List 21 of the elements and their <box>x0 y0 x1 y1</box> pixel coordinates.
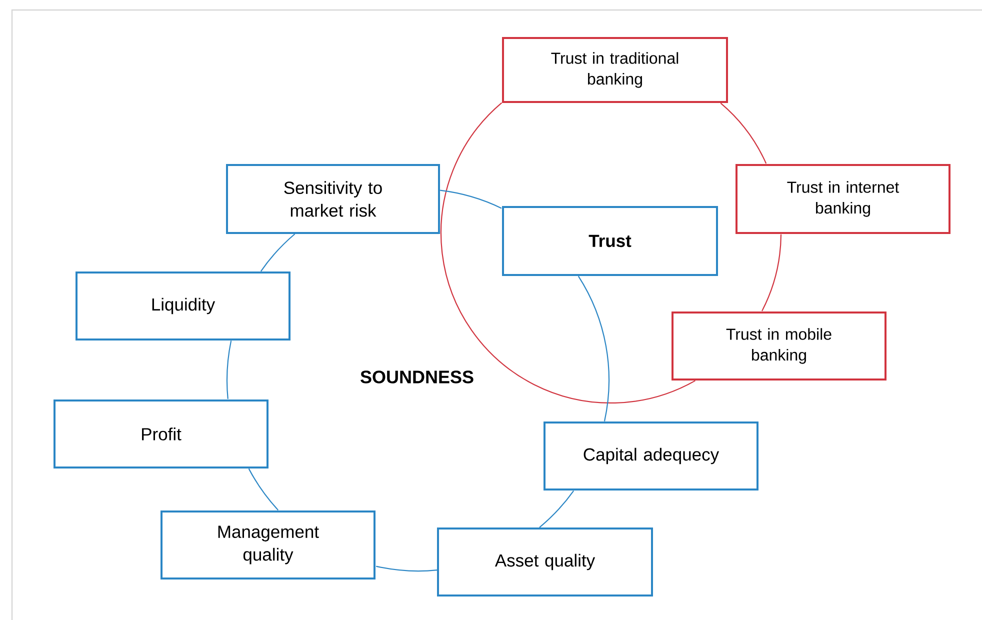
process-box: Trust in traditional banking <box>502 37 728 103</box>
process-box: Trust <box>502 206 718 276</box>
connector-arc <box>260 234 296 272</box>
connector-arc <box>440 190 502 209</box>
process-box: Profit <box>54 400 268 468</box>
connector-arc <box>720 102 767 164</box>
process-box: Capital adequecy <box>544 422 758 490</box>
process-box: Asset quality <box>437 528 653 596</box>
connector-arc <box>440 102 696 404</box>
connector-arc <box>762 234 782 312</box>
connector-arc <box>248 468 279 510</box>
connector-arc <box>376 566 438 572</box>
process-box: Trust in internet banking <box>736 164 950 234</box>
connector-arc <box>578 276 610 422</box>
connector-arc <box>539 490 574 528</box>
center-label: SOUNDNESS <box>360 370 474 384</box>
process-box: Trust in mobile banking <box>672 312 886 380</box>
process-box: Sensitivity to market risk <box>226 164 440 234</box>
process-box: Liquidity <box>76 272 290 340</box>
connector-arc <box>226 340 232 399</box>
process-box: Management quality <box>160 510 376 580</box>
